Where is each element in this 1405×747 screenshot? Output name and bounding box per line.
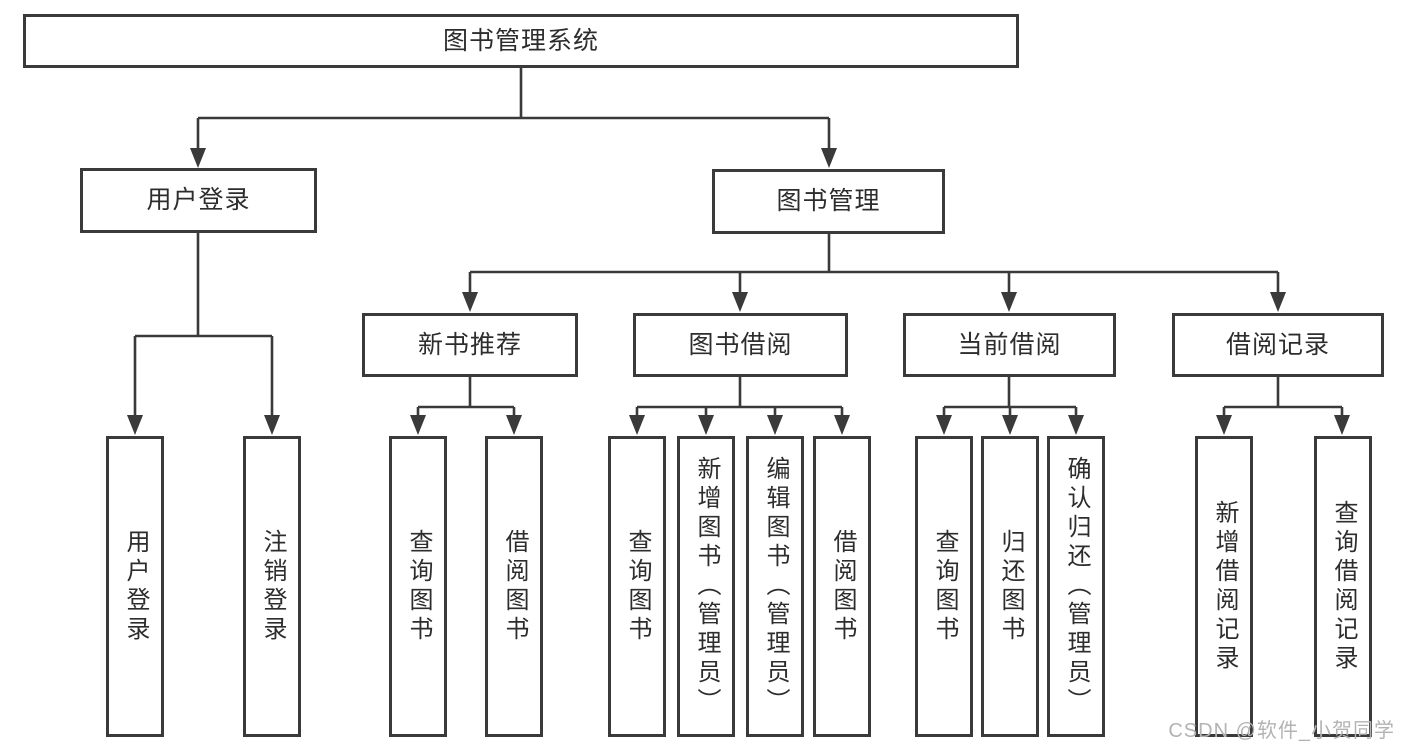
- connector-book-borrow: [635, 377, 844, 419]
- arrowhead: [1068, 415, 1084, 435]
- leaf-add-books-admin: 新增图书（管理员）: [677, 436, 735, 737]
- connector-root: [196, 68, 831, 152]
- node-book-management: 图书管理: [712, 169, 945, 234]
- leaf-add-borrow-record: 新增借阅记录: [1195, 436, 1253, 737]
- leaf-query-books-recommend: 查询图书: [389, 436, 447, 737]
- node-borrow-records: 借阅记录: [1172, 313, 1384, 377]
- arrowhead: [629, 415, 645, 435]
- connector-new-book-recommend: [416, 377, 516, 419]
- watermark: CSDN @软件_小贺同学: [1168, 720, 1395, 742]
- leaf-query-books-borrow: 查询图书: [608, 436, 666, 737]
- leaf-query-borrow-record: 查询借阅记录: [1314, 436, 1372, 737]
- leaf-user-login: 用户登录: [106, 436, 164, 737]
- arrowhead: [1001, 292, 1017, 312]
- arrowhead: [1334, 415, 1350, 435]
- connector-user-login: [133, 233, 274, 419]
- arrowhead: [506, 415, 522, 435]
- leaf-edit-books-admin: 编辑图书（管理员）: [746, 436, 804, 737]
- arrowhead: [732, 292, 748, 312]
- leaf-confirm-return-admin: 确认归还（管理员）: [1047, 436, 1105, 737]
- arrowhead: [462, 292, 478, 312]
- arrowhead: [1002, 415, 1018, 435]
- leaf-logout: 注销登录: [243, 436, 301, 737]
- leaf-return-books: 归还图书: [981, 436, 1039, 737]
- leaf-borrow-books-recommend: 借阅图书: [485, 436, 543, 737]
- node-new-book-recommend: 新书推荐: [362, 313, 578, 377]
- connector-book-management: [468, 234, 1280, 296]
- arrowhead: [1270, 292, 1286, 312]
- arrowhead: [936, 415, 952, 435]
- arrowhead: [190, 148, 206, 168]
- arrowhead: [821, 148, 837, 168]
- node-current-borrow: 当前借阅: [903, 313, 1116, 377]
- connector-current-borrow: [942, 377, 1078, 419]
- node-user-login: 用户登录: [80, 168, 317, 233]
- node-root: 图书管理系统: [23, 14, 1019, 68]
- arrowhead: [264, 415, 280, 435]
- arrowhead: [834, 415, 850, 435]
- arrowhead: [410, 415, 426, 435]
- leaf-query-books-current: 查询图书: [915, 436, 973, 737]
- arrowhead: [127, 415, 143, 435]
- connector-borrow-records: [1222, 377, 1344, 419]
- arrowhead: [1216, 415, 1232, 435]
- arrowhead: [698, 415, 714, 435]
- leaf-borrow-books: 借阅图书: [813, 436, 871, 737]
- node-book-borrow: 图书借阅: [633, 313, 848, 377]
- arrowhead: [767, 415, 783, 435]
